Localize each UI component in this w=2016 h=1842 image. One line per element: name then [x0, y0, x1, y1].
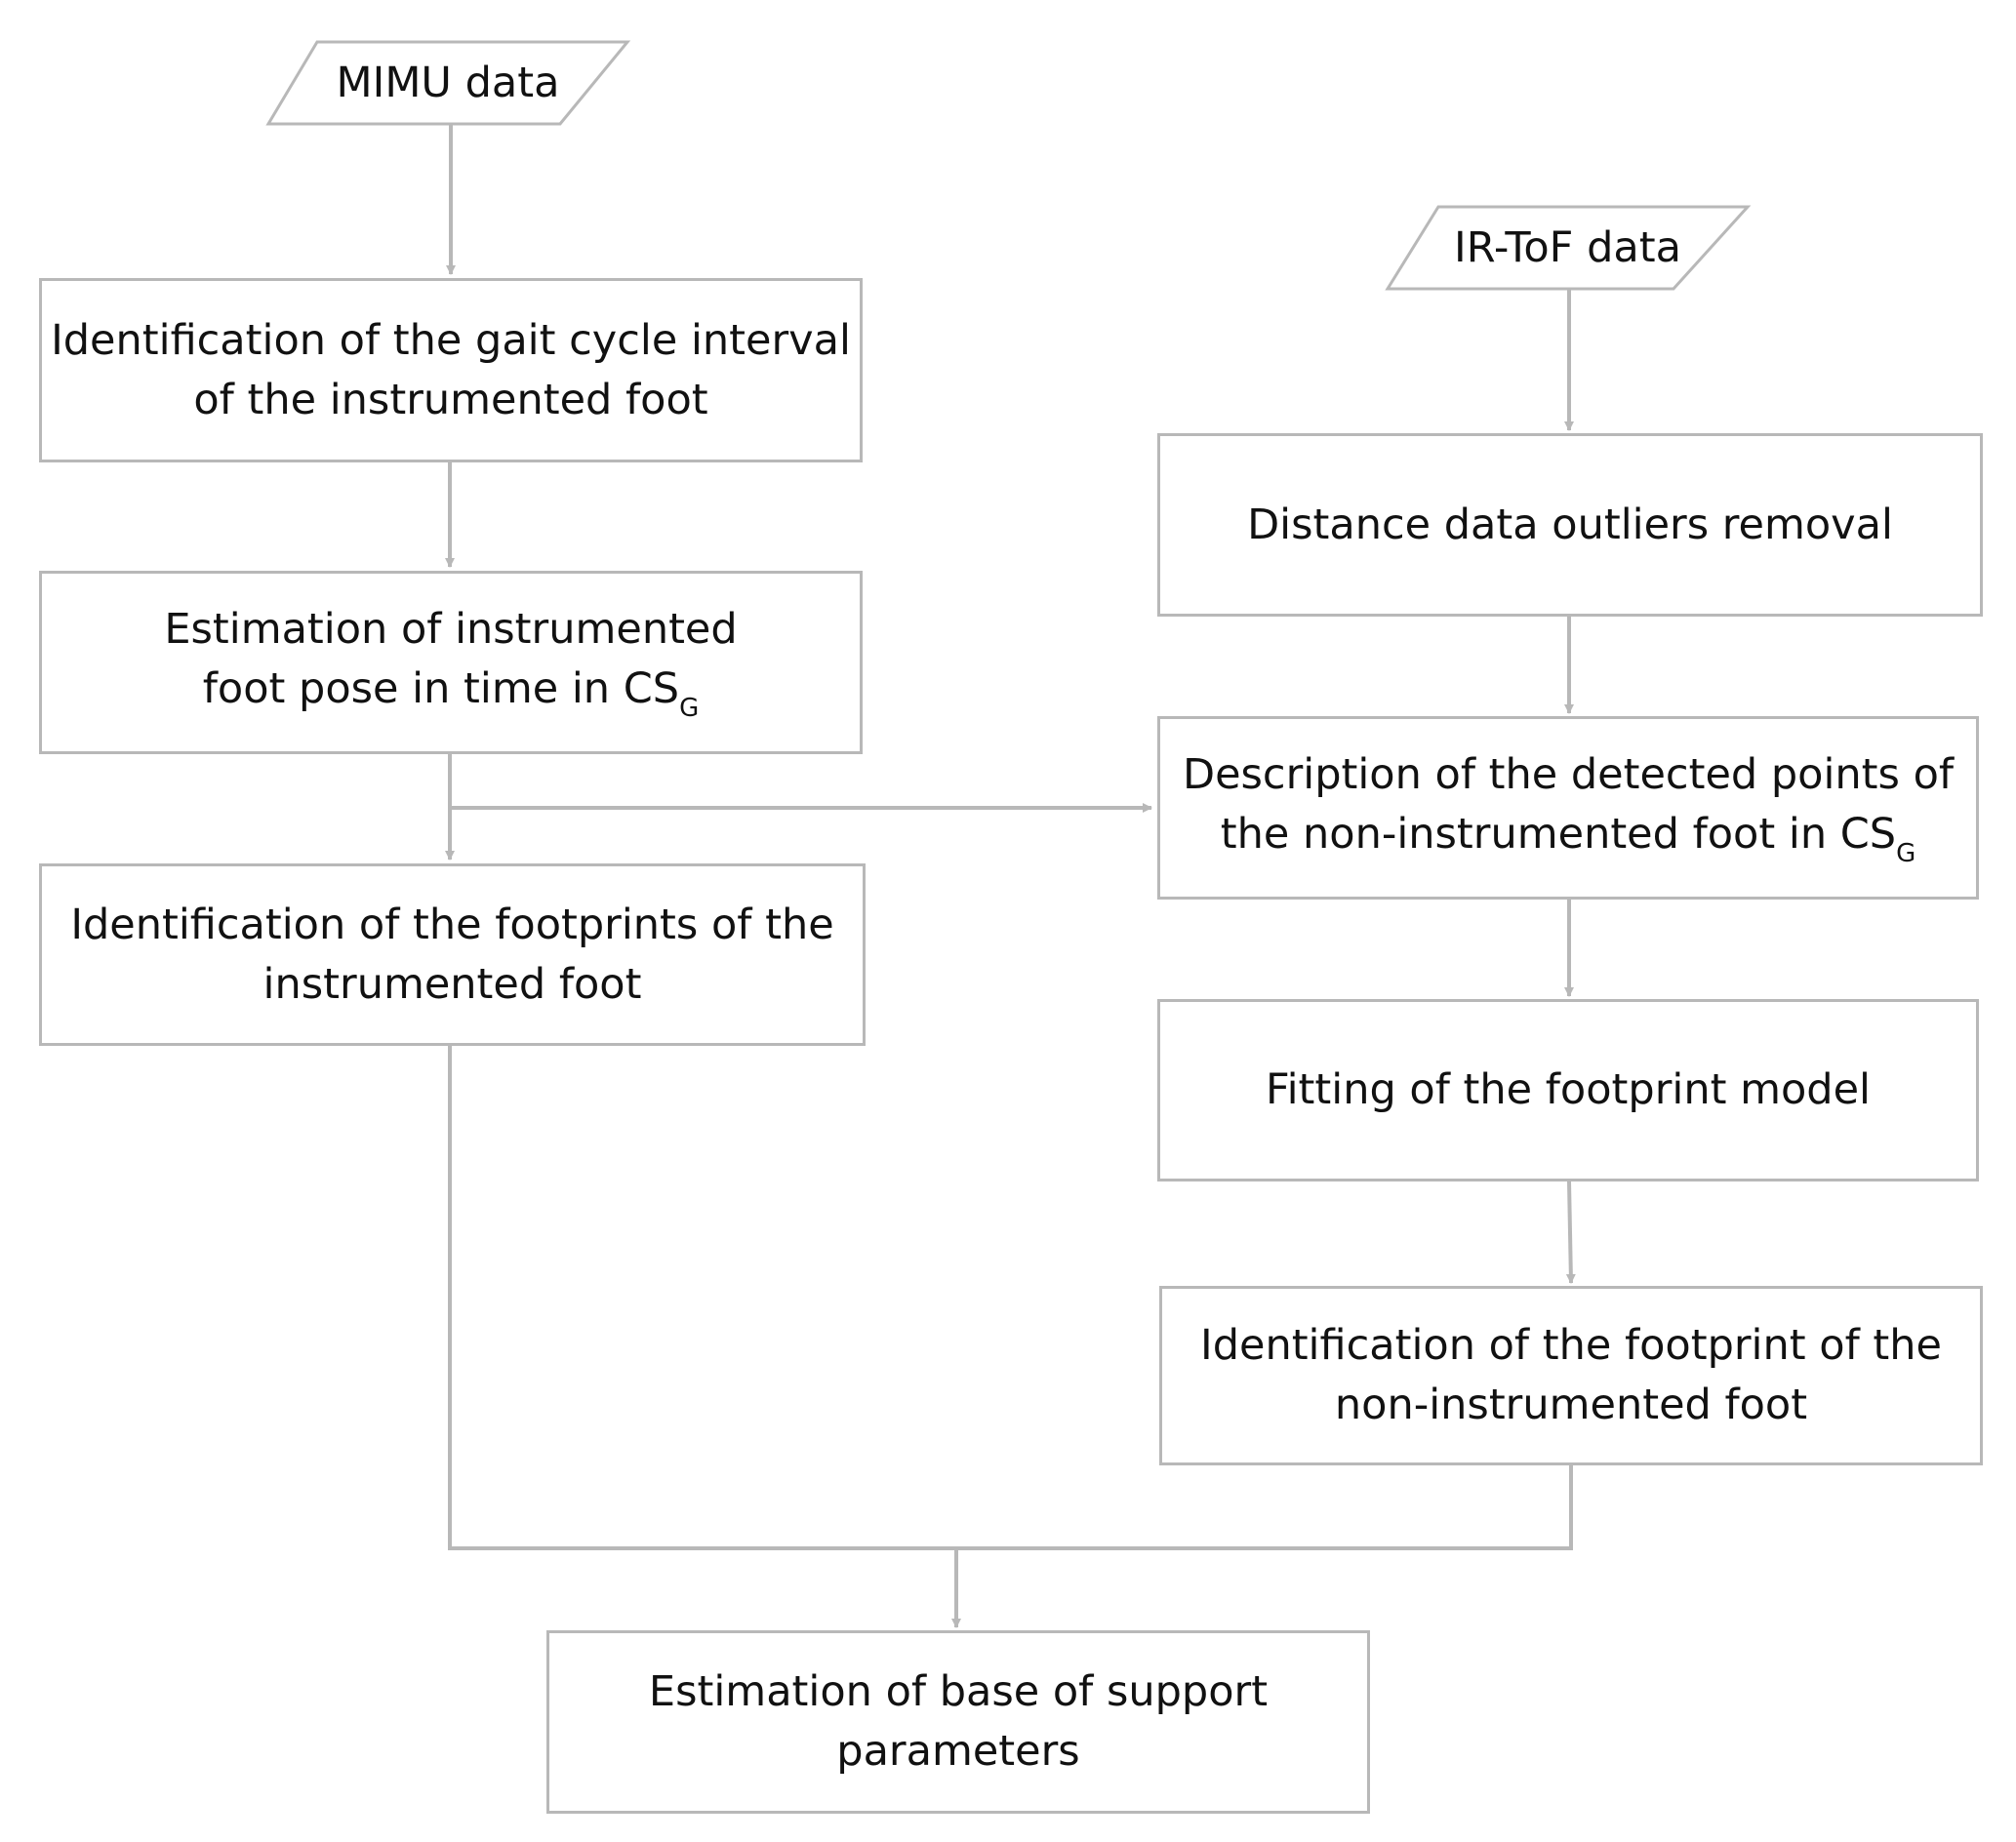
mimu-data-shape [265, 40, 631, 126]
base-of-support-box: Estimation of base of support parameters [546, 1630, 1370, 1814]
mimu-data-label: MIMU data [336, 59, 560, 107]
outliers-removal-line-1: Distance data outliers removal [1247, 500, 1893, 549]
foot-pose-line-2: foot pose in time in CS [202, 664, 680, 713]
detected-points-subscript: G [1896, 839, 1916, 868]
detected-points-box: Description of the detected points of th… [1157, 716, 1979, 900]
irtof-data-shape [1385, 205, 1752, 291]
base-of-support-line-1: Estimation of base of support [648, 1667, 1269, 1716]
footprint-non-instrumented-line-1: Identification of the footprint of the [1200, 1321, 1942, 1370]
footprints-instrumented-line-1: Identification of the footprints of the [70, 900, 834, 949]
base-of-support-line-2: parameters [836, 1727, 1080, 1776]
gait-cycle-line-1: Identification of the gait cycle interva… [51, 315, 851, 365]
outliers-removal-box: Distance data outliers removal [1157, 433, 1983, 617]
footprint-model-line-1: Fitting of the footprint model [1266, 1065, 1871, 1114]
detected-points-line-1: Description of the detected points of [1182, 750, 1955, 799]
gait-cycle-box: Identification of the gait cycle interva… [39, 278, 863, 462]
detected-points-line-2: the non-instrumented foot in CS [1220, 810, 1897, 859]
footprint-non-instrumented-box: Identification of the footprint of the n… [1159, 1286, 1983, 1465]
foot-pose-line-1: Estimation of instrumented [164, 605, 738, 654]
footprint-non-instrumented-line-2: non-instrumented foot [1334, 1381, 1808, 1429]
footprint-model-box: Fitting of the footprint model [1157, 999, 1979, 1181]
arrow-fitting-to-footprint-non [1565, 1181, 1576, 1284]
foot-pose-subscript: G [679, 694, 700, 723]
gait-cycle-line-2: of the instrumented foot [193, 375, 708, 424]
irtof-data-label: IR-ToF data [1454, 223, 1681, 272]
foot-pose-box: Estimation of instrumented foot pose in … [39, 571, 863, 754]
connector-footprints-to-merge [448, 1046, 956, 1550]
mimu-data-input: MIMU data [268, 42, 627, 124]
connector-footprint-non-to-merge [956, 1465, 1573, 1550]
footprints-instrumented-box: Identification of the footprints of the … [39, 863, 866, 1046]
footprints-instrumented-line-2: instrumented foot [262, 959, 642, 1009]
irtof-data-input: IR-ToF data [1388, 207, 1748, 289]
